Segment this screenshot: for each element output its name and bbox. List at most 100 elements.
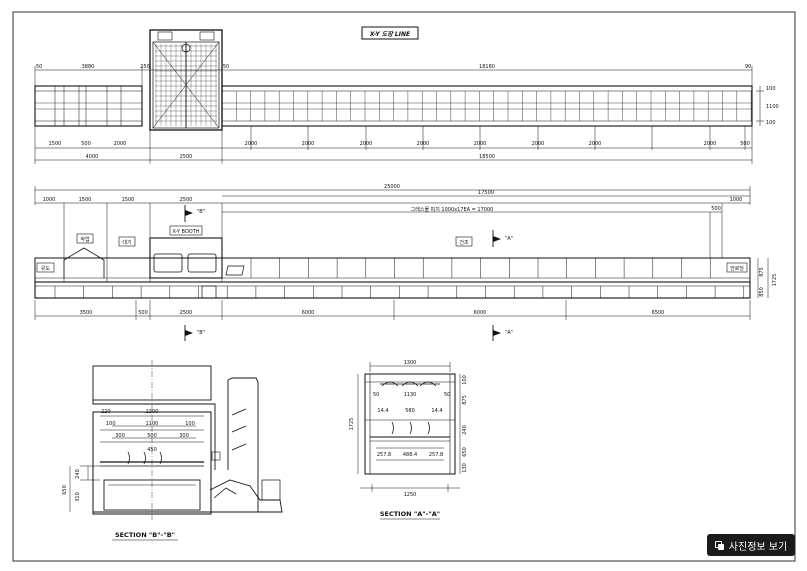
plan-right-dim: 1100 [766, 104, 779, 110]
elev-top-dim: 500 [711, 206, 721, 212]
section-b-dim: 450 [147, 447, 157, 453]
section-b-dim: 310 [75, 492, 81, 502]
section-b-dim: 300 [179, 433, 189, 439]
section-b-dim: 500 [147, 433, 157, 439]
plan-bottom-dim: 2000 [360, 141, 373, 147]
elev-bottom-dim: 6500 [652, 310, 665, 316]
plan-bottom-dim: 2000 [474, 141, 487, 147]
section-b-dim: 1100 [146, 421, 159, 427]
photo-info-icon [714, 540, 724, 550]
section-b-dim: 650 [62, 485, 68, 495]
plan-top-dim: 50 [36, 64, 42, 70]
section-a-dim: 240 [462, 425, 468, 435]
section-a-dim: 100 [462, 375, 468, 385]
section-mark-a-top: "A" [505, 236, 513, 242]
plan-bottom-dim: 2000 [704, 141, 717, 147]
elev-right-dim: 875 [759, 267, 765, 277]
section-a-dim: 580 [405, 408, 415, 414]
elev-top-dim: 1000 [730, 197, 743, 203]
elev-bottom-dim: 3500 [80, 310, 93, 316]
plan-top-dim: 90 [745, 64, 751, 70]
section-mark-a-bottom: "A" [505, 330, 513, 336]
plan-bottom-dim: 2000 [417, 141, 430, 147]
plan-bottom-dim: 18500 [479, 154, 495, 160]
elevation-dividers [250, 258, 711, 278]
overall-dim: 25000 [384, 184, 400, 190]
section-a-dim: 1250 [404, 492, 417, 498]
plan-bottom-dim: 2000 [245, 141, 258, 147]
plan-dimension-labels: 50 3880 250 50 18180 90 100 1100 100 150… [36, 64, 779, 160]
photo-info-label: 사진정보 보기 [728, 541, 788, 553]
plan-bottom-dim: 500 [740, 141, 750, 147]
elev-top-dim: 2500 [180, 197, 193, 203]
section-b-dim: 100 [185, 421, 195, 427]
plan-bottom-dim: 500 [81, 141, 91, 147]
drawing-title: X-Y 도장 LINE [369, 30, 411, 38]
elev-top-dim: 1000 [43, 197, 56, 203]
plan-bottom-dim: 2500 [180, 154, 193, 160]
plan-bottom-dim: 4000 [86, 154, 99, 160]
section-a-dim: 14.4 [431, 408, 442, 414]
title-block: X-Y 도장 LINE [361, 26, 419, 40]
zone-label-dry: 건조 [459, 239, 469, 246]
section-a-view [357, 362, 461, 492]
elev-right-dim: 1725 [772, 274, 778, 287]
elevation-bottom-panels [54, 286, 745, 298]
booth-grid [155, 44, 217, 126]
plan-bottom-dim: 2000 [532, 141, 545, 147]
zone-label-wait: 대기 [122, 239, 131, 246]
elevation-labels: 25000 17500 1000 1500 1500 2500 500 1000… [36, 184, 778, 336]
sub-span-dim: 17500 [478, 190, 494, 196]
section-b-dim: 240 [75, 469, 81, 479]
drawing-border [12, 11, 796, 562]
section-arrows [185, 210, 501, 336]
section-a-dim: 1725 [349, 418, 355, 431]
elev-right-dim: 850 [759, 287, 765, 297]
section-a-dim: 50 [373, 392, 379, 398]
elev-bottom-dim: 500 [138, 310, 148, 316]
plan-top-dim: 250 [140, 64, 150, 70]
section-b-dim: 220 [101, 409, 111, 415]
section-a-dim: 650 [462, 447, 468, 457]
section-a-labels: 1300 50 1130 50 14.4 580 14.4 257.8 488.… [349, 360, 468, 520]
section-mark-b-bottom: "B" [197, 330, 205, 336]
plan-top-dim: 50 [223, 64, 229, 70]
plan-view [34, 29, 764, 164]
section-b-dim: 300 [115, 433, 125, 439]
conveyor-pitch-note: 그레스물 피치 1000x17EA = 17000 [411, 206, 494, 213]
section-a-dim: 130 [462, 463, 468, 473]
section-mark-b-top: "B" [197, 209, 205, 215]
plan-rail-dividers [54, 86, 752, 150]
plan-bottom-dim: 1500 [49, 141, 62, 147]
photo-info-button[interactable]: 사진정보 보기 [707, 534, 795, 556]
elev-top-dim: 1500 [79, 197, 92, 203]
section-a-dim: 50 [444, 392, 450, 398]
elevation-view [34, 186, 769, 341]
section-a-dim: 14.4 [377, 408, 388, 414]
zone-label-work: 작업 [80, 236, 89, 243]
section-b-title: SECTION "B"-"B" [115, 531, 175, 539]
elev-bottom-dim: 6000 [302, 310, 315, 316]
plan-bottom-dim: 2000 [114, 141, 127, 147]
plan-top-dim: 3880 [82, 64, 95, 70]
section-b-dim: 100 [106, 421, 116, 427]
zone-label-guide: 유도 [41, 266, 51, 272]
plan-bottom-dim: 2000 [302, 141, 315, 147]
section-b-view [69, 360, 283, 520]
zone-label-unload: 언로딩 [730, 265, 744, 272]
section-a-title: SECTION "A"-"A" [380, 510, 440, 518]
section-a-dim: 257.8 [429, 452, 443, 458]
plan-right-dim: 100 [766, 86, 776, 92]
section-a-dim: 488.4 [403, 452, 417, 458]
plan-bottom-dim: 2000 [589, 141, 602, 147]
section-a-dim: 1300 [404, 360, 417, 366]
section-a-dim: 875 [462, 395, 468, 405]
elev-bottom-dim: 6000 [474, 310, 487, 316]
section-b-dim: 1300 [146, 409, 159, 415]
section-b-labels: 220 1300 100 1100 100 300 500 300 450 24… [62, 409, 195, 541]
zone-label-booth: X-Y BOOTH [172, 229, 199, 235]
elev-top-dim: 1500 [122, 197, 135, 203]
plan-top-dim: 18180 [479, 64, 495, 70]
section-a-dim: 1130 [404, 392, 417, 398]
